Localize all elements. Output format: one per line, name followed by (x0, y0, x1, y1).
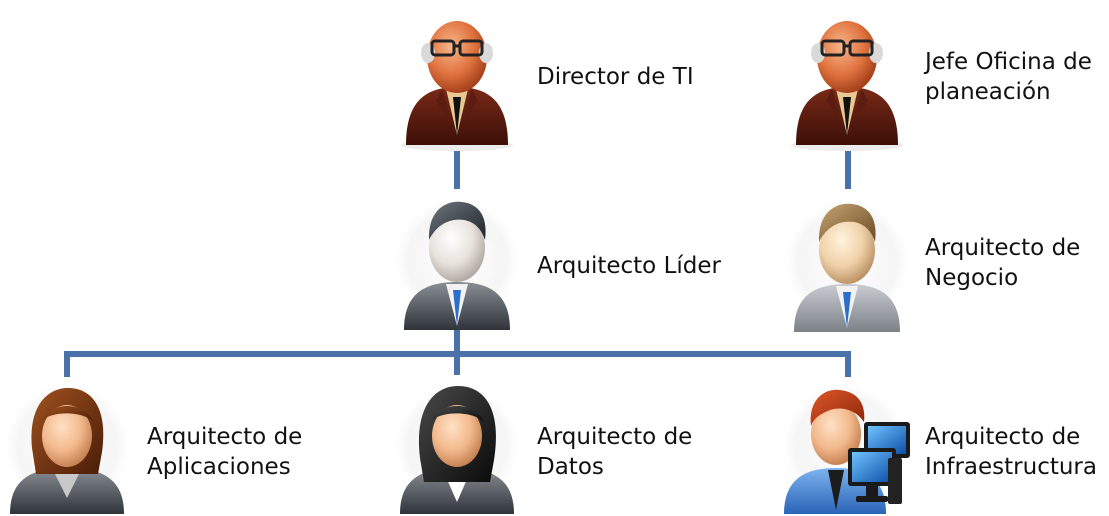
label-director-ti: Director de TI (537, 62, 694, 92)
label-line: Director de TI (537, 64, 694, 90)
label-arquitecto-aplicaciones: Arquitecto de Aplicaciones (147, 422, 302, 482)
label-arquitecto-infraestructura: Arquitecto de Infraestructura (925, 422, 1097, 482)
label-line: Arquitecto de (925, 235, 1081, 261)
label-line: Arquitecto de (147, 424, 303, 450)
label-arquitecto-lider: Arquitecto Líder (537, 251, 721, 281)
label-line: Arquitecto de (925, 424, 1081, 450)
businessman-icon (391, 194, 523, 330)
connector-lines (64, 150, 851, 377)
woman-brown-hair-icon (1, 380, 133, 514)
label-line: Infraestructura (925, 454, 1097, 480)
label-jefe-planeacion: Jefe Oficina de planeación (925, 47, 1092, 107)
label-line: Jefe Oficina de (925, 49, 1092, 75)
label-line: Aplicaciones (147, 454, 291, 480)
tech-man-computer-icon (779, 380, 911, 514)
label-line: Arquitecto Líder (537, 253, 721, 279)
elderly-executive-icon (791, 21, 903, 151)
label-line: Negocio (925, 265, 1019, 291)
label-arquitecto-negocio: Arquitecto de Negocio (925, 233, 1080, 293)
label-line: planeación (925, 79, 1051, 105)
businessman-blond-icon (781, 196, 913, 332)
elderly-executive-icon (401, 21, 513, 151)
label-arquitecto-datos: Arquitecto de Datos (537, 422, 692, 482)
label-line: Datos (537, 454, 604, 480)
businesswoman-icon (391, 380, 523, 514)
label-line: Arquitecto de (537, 424, 693, 450)
